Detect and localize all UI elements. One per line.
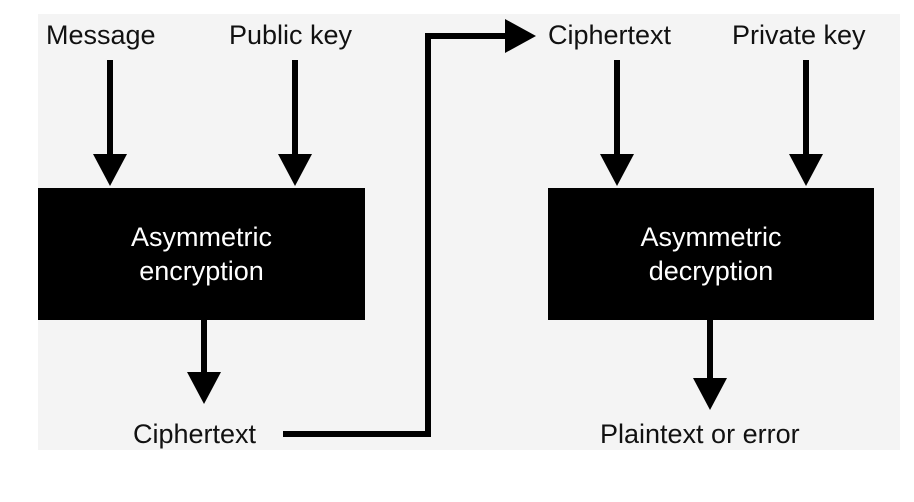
- arrow-encryption-to-ciphertext: [187, 320, 221, 404]
- encryption-box-line1: Asymmetric: [131, 222, 272, 252]
- ciphertext-input-label: Ciphertext: [548, 20, 672, 50]
- arrow-ciphertext-transfer: [283, 19, 536, 437]
- arrow-public-key-to-encryption: [278, 60, 312, 186]
- ciphertext-output-label: Ciphertext: [133, 419, 257, 449]
- private-key-label: Private key: [732, 20, 866, 50]
- decryption-box-line1: Asymmetric: [640, 222, 782, 252]
- message-label: Message: [46, 20, 156, 50]
- arrow-private-key-to-decryption: [789, 60, 823, 186]
- arrow-ciphertext-to-decryption: [600, 60, 634, 186]
- arrow-decryption-to-plaintext: [693, 320, 727, 410]
- public-key-label: Public key: [229, 20, 353, 50]
- decryption-box-line2: decryption: [648, 256, 774, 286]
- encryption-box-line2: encryption: [139, 256, 264, 286]
- plaintext-or-error-label: Plaintext or error: [600, 419, 800, 449]
- arrow-message-to-encryption: [93, 60, 127, 186]
- encryption-box: Asymmetric encryption: [38, 188, 365, 320]
- decryption-box: Asymmetric decryption: [548, 188, 874, 320]
